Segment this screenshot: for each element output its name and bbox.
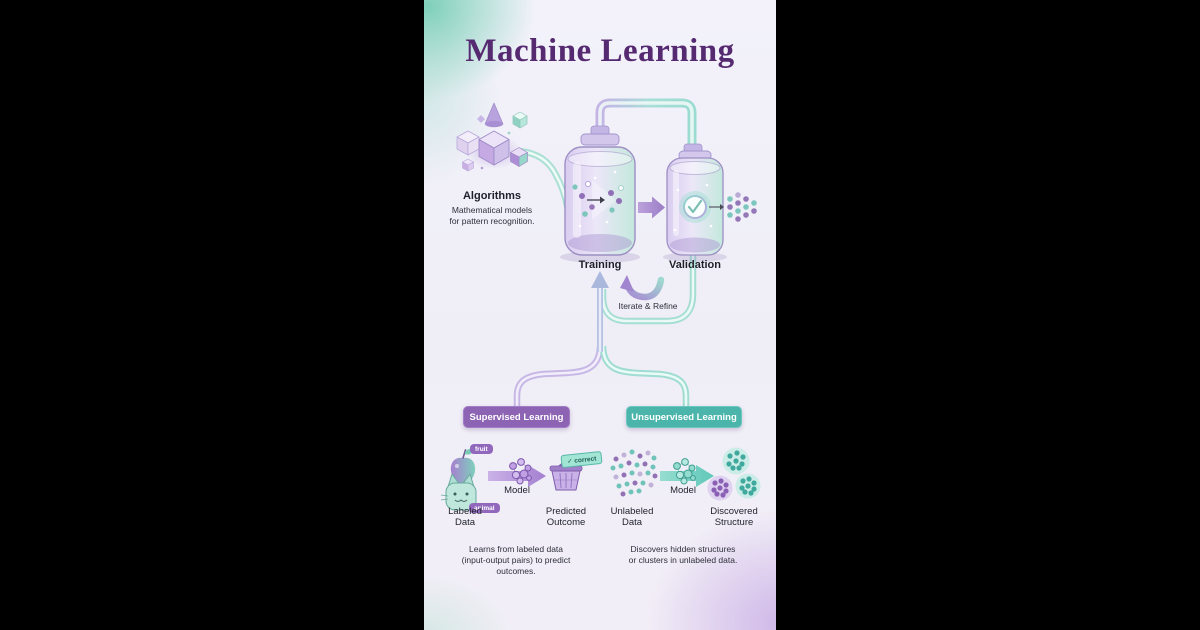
iterate-refine-arrow-icon xyxy=(620,275,665,301)
unsupervised-learning-badge: Unsupervised Learning xyxy=(626,406,742,428)
model-label-supervised: Model xyxy=(504,485,530,496)
model-label-unsupervised: Model xyxy=(670,485,696,496)
diagram-canvas xyxy=(440,98,761,511)
supervised-model-icon xyxy=(509,458,532,485)
labeled-data-label: Labeled Data xyxy=(448,506,482,529)
jar-transfer-arrow-icon xyxy=(638,196,665,219)
algorithms-description-line2: for pattern recognition. xyxy=(449,216,535,227)
feedback-stem-arrow-icon xyxy=(591,271,609,352)
supervised-learning-badge: Supervised Learning xyxy=(463,406,570,428)
validation-output-icon xyxy=(709,192,757,222)
validation-label: Validation xyxy=(669,259,721,271)
page-title: Machine Learning xyxy=(465,33,735,69)
unsupervised-description-line2: or clusters in unlabeled data. xyxy=(628,555,738,566)
letterbox-right xyxy=(776,0,1200,630)
letterbox-left xyxy=(0,0,424,630)
unsupervised-model-icon xyxy=(673,458,696,485)
unsupervised-description: Discovers hidden structures or clusters … xyxy=(613,544,753,566)
algorithms-description: Mathematical models for pattern recognit… xyxy=(442,205,542,227)
training-label: Training xyxy=(578,259,622,271)
pipe-validation-return xyxy=(599,255,697,325)
infographic-panel: Machine Learning Algorithms Mathematical… xyxy=(424,0,776,630)
unlabeled-data-label: Unlabeled Data xyxy=(610,506,654,529)
training-jar-icon xyxy=(560,125,640,263)
unsupervised-description-line1: Discovers hidden structures xyxy=(630,544,736,554)
basket-icon xyxy=(549,461,583,491)
pipe-training-to-validation xyxy=(595,98,697,150)
fruit-tag: fruit xyxy=(470,444,493,454)
supervised-description-line1: Learns from labeled data xyxy=(468,544,564,554)
iterate-refine-label: Iterate & Refine xyxy=(618,301,678,311)
unlabeled-dots-icon xyxy=(610,449,658,497)
predicted-outcome-label: Predicted Outcome xyxy=(545,506,587,529)
algorithms-icon xyxy=(456,102,528,172)
clusters-icon xyxy=(707,447,761,501)
supervised-description-line2: (input-output pairs) to predict xyxy=(461,555,571,566)
animal-tag: animal xyxy=(469,503,500,513)
algorithms-description-line1: Mathematical models xyxy=(451,205,533,215)
algorithms-label: Algorithms xyxy=(462,190,522,202)
pipe-branch-supervised xyxy=(513,345,604,408)
cat-icon xyxy=(440,473,477,511)
supervised-description: Learns from labeled data (input-output p… xyxy=(446,544,586,577)
pipe-branch-unsupervised xyxy=(599,345,690,408)
discovered-structure-label: Discovered Structure xyxy=(710,506,758,529)
validation-jar-icon xyxy=(663,143,727,262)
supervised-description-line3: outcomes. xyxy=(496,566,536,577)
